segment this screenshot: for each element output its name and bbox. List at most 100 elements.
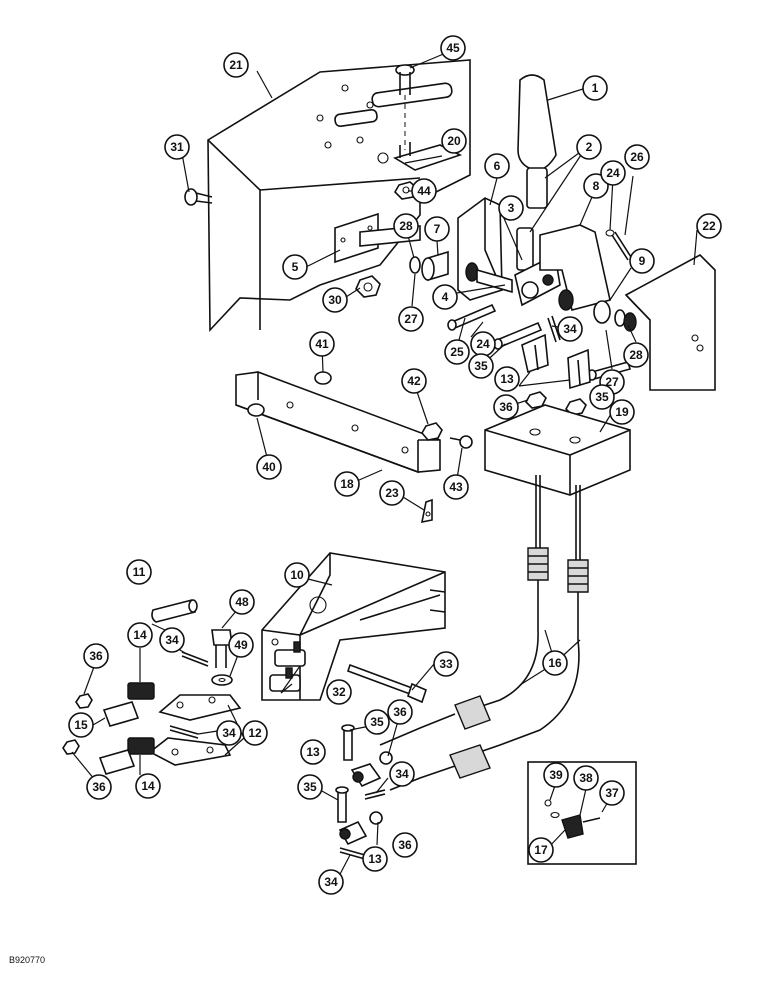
svg-text:42: 42 (407, 374, 421, 388)
svg-text:15: 15 (74, 718, 88, 732)
svg-text:34: 34 (563, 322, 577, 336)
callout-8: 8 (583, 173, 609, 199)
nut-30-shape (355, 275, 381, 298)
svg-text:14: 14 (133, 628, 147, 642)
callout-13-lower: 13 (362, 846, 388, 872)
callout-35-upper-left: 35 (468, 353, 494, 379)
callout-28-right: 28 (623, 342, 649, 368)
svg-text:19: 19 (615, 405, 629, 419)
bolt-48-shape (211, 629, 233, 668)
callout-23: 23 (379, 480, 405, 506)
callout-19: 19 (609, 399, 635, 425)
callout-25: 25 (444, 339, 470, 365)
svg-text:13: 13 (500, 372, 514, 386)
svg-text:28: 28 (399, 219, 413, 233)
callout-14-upper: 14 (127, 622, 153, 648)
svg-text:13: 13 (306, 745, 320, 759)
callout-21: 21 (223, 52, 249, 78)
callout-36-center: 36 (387, 699, 413, 725)
pin-26-shape (611, 231, 632, 261)
callout-36-upper: 36 (493, 394, 519, 420)
callout-33: 33 (433, 651, 459, 677)
svg-text:24: 24 (606, 166, 620, 180)
svg-text:36: 36 (393, 705, 407, 719)
svg-text:40: 40 (262, 460, 276, 474)
cover-plate-20 (393, 144, 463, 171)
svg-text:27: 27 (605, 375, 619, 389)
svg-text:33: 33 (439, 657, 453, 671)
svg-text:48: 48 (235, 595, 249, 609)
callout-36-left-bottom: 36 (86, 774, 112, 800)
svg-text:38: 38 (579, 771, 593, 785)
bolt-31-shape (184, 188, 213, 206)
svg-text:36: 36 (499, 400, 513, 414)
svg-text:14: 14 (141, 779, 155, 793)
callout-42: 42 (401, 368, 427, 394)
callout-9: 9 (629, 248, 655, 274)
svg-text:18: 18 (340, 477, 354, 491)
callout-35-lower-bottom: 35 (297, 774, 323, 800)
svg-text:24: 24 (476, 337, 490, 351)
svg-text:7: 7 (434, 222, 441, 236)
svg-text:37: 37 (605, 786, 619, 800)
callout-7: 7 (424, 216, 450, 242)
callout-24-mid: 24 (470, 331, 496, 357)
callout-43: 43 (443, 474, 469, 500)
callout-37: 37 (599, 780, 625, 806)
callout-34-left-mid: 34 (216, 720, 242, 746)
callout-30: 30 (322, 287, 348, 313)
svg-text:36: 36 (92, 780, 106, 794)
callout-16: 16 (542, 650, 568, 676)
svg-text:23: 23 (385, 486, 399, 500)
svg-text:35: 35 (595, 390, 609, 404)
svg-text:45: 45 (446, 41, 460, 55)
callout-24-top: 24 (600, 160, 626, 186)
svg-text:36: 36 (89, 649, 103, 663)
svg-text:27: 27 (404, 312, 418, 326)
callout-17: 17 (528, 837, 554, 863)
svg-text:2: 2 (586, 140, 593, 154)
callout-44: 44 (411, 178, 437, 204)
svg-text:26: 26 (630, 150, 644, 164)
svg-text:16: 16 (548, 656, 562, 670)
callout-22: 22 (696, 213, 722, 239)
svg-text:36: 36 (398, 838, 412, 852)
svg-text:39: 39 (549, 768, 563, 782)
svg-text:5: 5 (292, 260, 299, 274)
svg-text:35: 35 (303, 780, 317, 794)
clevis-pin-25 (450, 303, 497, 330)
callout-34-bottom: 34 (318, 869, 344, 895)
callout-41: 41 (309, 331, 335, 357)
callout-10: 10 (284, 562, 310, 588)
svg-text:43: 43 (449, 480, 463, 494)
swivel-block-15 (98, 701, 140, 775)
callout-40: 40 (256, 454, 282, 480)
callout-15: 15 (68, 712, 94, 738)
callout-18: 18 (334, 471, 360, 497)
callout-35-upper-right: 35 (589, 384, 615, 410)
svg-text:44: 44 (417, 184, 431, 198)
svg-text:34: 34 (324, 875, 338, 889)
callout-13-upper: 13 (494, 366, 520, 392)
callout-39: 39 (543, 762, 569, 788)
callout-35-lower-top: 35 (364, 709, 390, 735)
callout-1: 1 (582, 75, 608, 101)
callout-27-left: 27 (398, 306, 424, 332)
svg-text:6: 6 (494, 159, 501, 173)
svg-text:34: 34 (222, 726, 236, 740)
cable-mount-block (484, 404, 631, 496)
svg-text:20: 20 (447, 134, 461, 148)
callout-14-lower: 14 (135, 773, 161, 799)
svg-text:21: 21 (229, 58, 243, 72)
callout-28-left: 28 (393, 213, 419, 239)
svg-text:4: 4 (442, 290, 449, 304)
callout-34-center: 34 (389, 761, 415, 787)
svg-text:12: 12 (248, 726, 262, 740)
figure-code: B920770 (9, 955, 46, 965)
console-housing (207, 59, 471, 333)
svg-text:13: 13 (368, 852, 382, 866)
svg-text:35: 35 (474, 359, 488, 373)
clevis-upper (521, 333, 591, 390)
callout-34-left-top: 34 (159, 627, 185, 653)
callout-34-upper: 34 (557, 316, 583, 342)
